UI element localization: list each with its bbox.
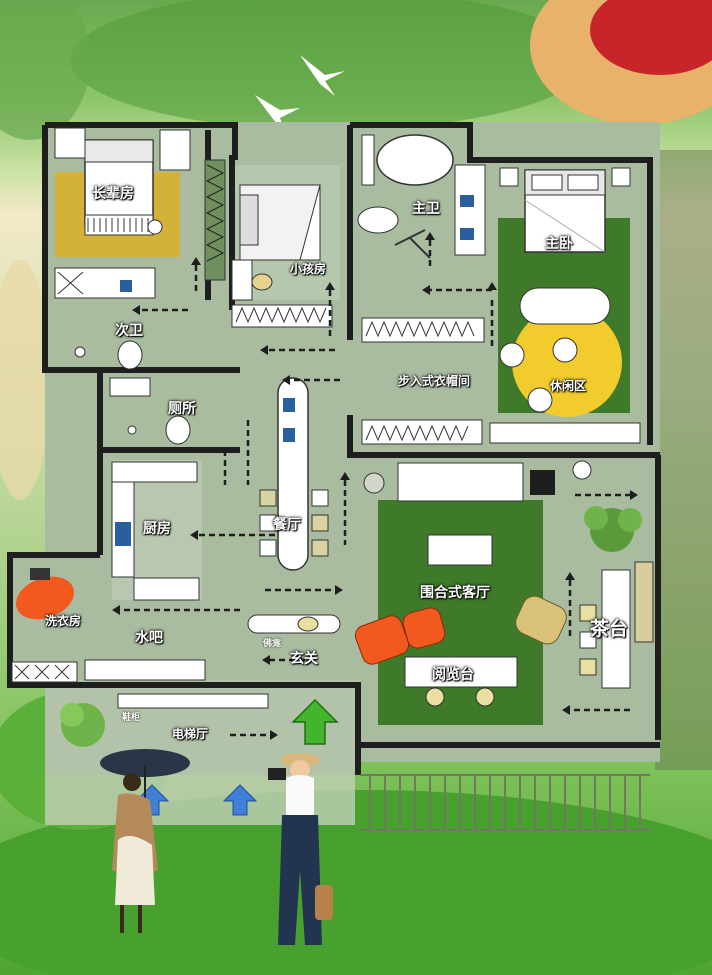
dining-table bbox=[259, 377, 329, 571]
label-kitchen: 厨房 bbox=[143, 521, 171, 537]
master-bedroom-furniture bbox=[499, 167, 631, 413]
label-foyer: 玄关 bbox=[290, 651, 318, 667]
label-water-bar: 水吧 bbox=[135, 630, 163, 646]
label-shoe-cabinet: 鞋柜 bbox=[122, 713, 141, 723]
label-tea-table: 茶台 bbox=[590, 618, 629, 640]
label-elevator-hall: 电梯厅 bbox=[172, 727, 209, 741]
label-walk-in-closet: 步入式衣帽间 bbox=[398, 374, 471, 388]
living-room-rug bbox=[378, 500, 543, 725]
kitchen-fixtures bbox=[111, 461, 200, 601]
elder-room-furniture bbox=[54, 127, 226, 281]
tea-area-plant bbox=[584, 506, 642, 552]
arrow-heads bbox=[112, 232, 638, 740]
fence bbox=[360, 774, 650, 831]
laundry-fixtures bbox=[11, 568, 78, 683]
label-laundry: 洗衣房 bbox=[45, 614, 82, 628]
entry-arrow-green bbox=[291, 698, 339, 745]
living-room-furniture bbox=[354, 460, 592, 707]
label-toilet: 厕所 bbox=[168, 401, 196, 417]
label-lounge: 休闲区 bbox=[550, 379, 587, 393]
foyer-fixtures bbox=[60, 614, 341, 747]
walls bbox=[7, 122, 661, 775]
toilet-room-fixtures bbox=[109, 377, 191, 445]
label-living-room: 围合式客厅 bbox=[420, 585, 490, 601]
tea-area-furniture bbox=[579, 506, 654, 689]
label-dining: 餐厅 bbox=[273, 517, 301, 533]
kids-room-furniture bbox=[231, 184, 333, 328]
master-bath-fixtures bbox=[357, 134, 486, 259]
label-shrine: 佛龛 bbox=[263, 639, 282, 649]
entry-arrow-blue-right bbox=[222, 784, 258, 816]
orange-armchair bbox=[354, 607, 446, 665]
second-bath-fixtures bbox=[54, 267, 156, 370]
label-kids-room: 小孩房 bbox=[290, 262, 327, 276]
label-elder-room: 长辈房 bbox=[92, 186, 134, 202]
label-reading-desk: 阅览台 bbox=[432, 667, 474, 683]
closet-rows bbox=[361, 317, 641, 445]
label-master-bedroom: 主卧 bbox=[545, 236, 573, 252]
label-second-bath: 次卫 bbox=[115, 323, 143, 339]
woman-with-umbrella bbox=[100, 749, 190, 933]
woman-with-camera bbox=[268, 753, 333, 945]
beige-armchair bbox=[515, 595, 567, 645]
label-master-bath: 主卫 bbox=[412, 201, 440, 217]
circulation-arrows bbox=[120, 240, 630, 737]
